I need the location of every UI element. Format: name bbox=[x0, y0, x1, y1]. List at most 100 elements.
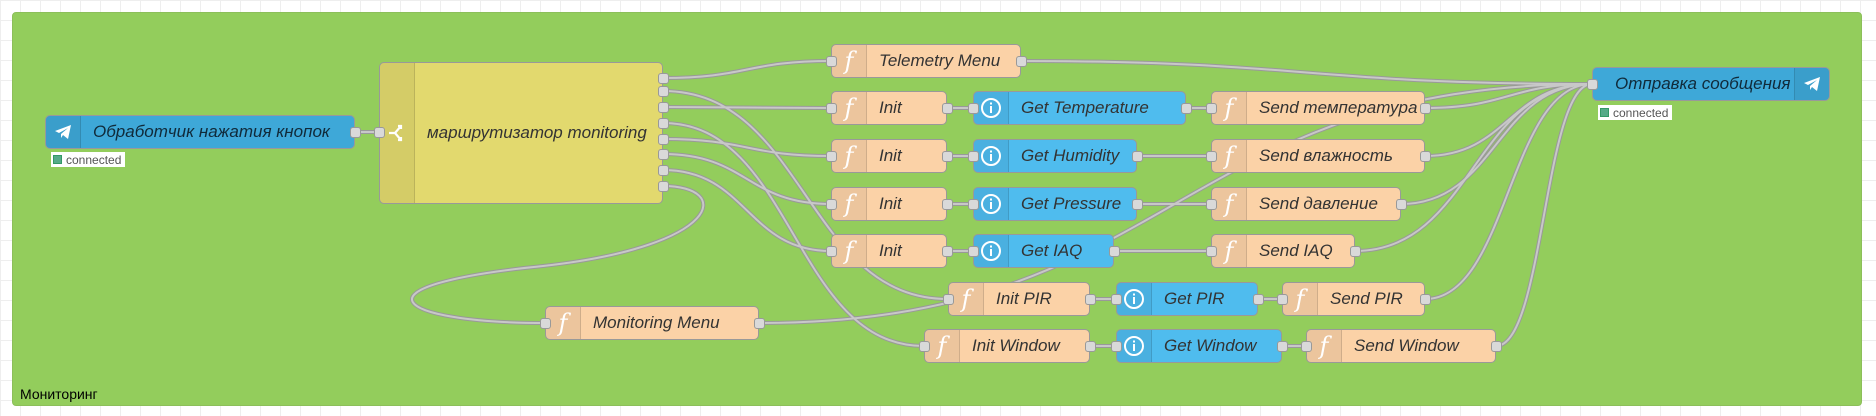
send-pressure-node[interactable]: f Send давление bbox=[1211, 187, 1401, 221]
wire bbox=[662, 60, 832, 79]
output-port[interactable] bbox=[657, 148, 669, 160]
send-humidity-node[interactable]: f Send влажность bbox=[1211, 139, 1425, 173]
input-port[interactable] bbox=[825, 198, 837, 210]
output-port[interactable] bbox=[1490, 340, 1502, 352]
init-humidity-node[interactable]: f Init bbox=[831, 139, 947, 173]
input-port[interactable] bbox=[539, 317, 551, 329]
init-iaq-node[interactable]: f Init bbox=[831, 234, 947, 268]
input-port[interactable] bbox=[1205, 102, 1217, 114]
get-iaq-node[interactable]: Get IAQ bbox=[973, 234, 1114, 268]
output-port[interactable] bbox=[1349, 245, 1361, 257]
send-message-node[interactable]: Отправка сообщения bbox=[1592, 67, 1830, 101]
function-icon: f bbox=[832, 235, 867, 267]
input-port[interactable] bbox=[967, 150, 979, 162]
output-port[interactable] bbox=[941, 102, 953, 114]
output-port[interactable] bbox=[1419, 293, 1431, 305]
output-port[interactable] bbox=[349, 126, 361, 138]
function-icon: f bbox=[1212, 92, 1247, 124]
function-icon: f bbox=[925, 330, 960, 362]
init-temperature-node[interactable]: f Init bbox=[831, 91, 947, 125]
send-window-node[interactable]: f Send Window bbox=[1306, 329, 1496, 363]
input-port[interactable] bbox=[825, 102, 837, 114]
output-port[interactable] bbox=[941, 150, 953, 162]
send-temperature-node[interactable]: f Send температура bbox=[1211, 91, 1425, 125]
output-port[interactable] bbox=[657, 133, 669, 145]
input-port[interactable] bbox=[967, 245, 979, 257]
input-port[interactable] bbox=[942, 293, 954, 305]
output-port[interactable] bbox=[657, 180, 669, 192]
function-icon: f bbox=[546, 307, 581, 339]
input-port[interactable] bbox=[1276, 293, 1288, 305]
node-label: Обработчик нажатия кнопок bbox=[93, 122, 330, 141]
status-badge: connected bbox=[51, 152, 126, 167]
output-port[interactable] bbox=[1015, 55, 1027, 67]
function-icon: f bbox=[832, 188, 867, 220]
input-port[interactable] bbox=[1205, 245, 1217, 257]
wire bbox=[662, 153, 832, 205]
input-port[interactable] bbox=[967, 198, 979, 210]
output-port[interactable] bbox=[941, 245, 953, 257]
status-dot bbox=[53, 155, 62, 164]
output-port[interactable] bbox=[1180, 102, 1192, 114]
init-pir-node[interactable]: f Init PIR bbox=[948, 282, 1090, 316]
output-port[interactable] bbox=[657, 101, 669, 113]
router-node[interactable]: маршрутизатор monitoring bbox=[379, 62, 663, 204]
wire bbox=[1354, 83, 1593, 252]
output-port[interactable] bbox=[657, 85, 669, 97]
function-icon: f bbox=[1307, 330, 1342, 362]
info-icon bbox=[1117, 283, 1152, 315]
output-port[interactable] bbox=[1395, 198, 1407, 210]
wire bbox=[1400, 83, 1593, 205]
get-humidity-node[interactable]: Get Humidity bbox=[973, 139, 1137, 173]
input-port[interactable] bbox=[918, 340, 930, 352]
output-port[interactable] bbox=[753, 317, 765, 329]
output-port[interactable] bbox=[1419, 102, 1431, 114]
function-icon: f bbox=[832, 45, 867, 77]
input-port[interactable] bbox=[825, 245, 837, 257]
wire bbox=[410, 184, 706, 325]
input-port[interactable] bbox=[1110, 293, 1122, 305]
telegram-icon bbox=[46, 116, 81, 148]
info-icon bbox=[974, 140, 1009, 172]
output-port[interactable] bbox=[657, 164, 669, 176]
output-port[interactable] bbox=[657, 117, 669, 129]
input-port[interactable] bbox=[967, 102, 979, 114]
input-port[interactable] bbox=[1300, 340, 1312, 352]
get-pressure-node[interactable]: Get Pressure bbox=[973, 187, 1137, 221]
wire bbox=[662, 122, 925, 347]
button-handler-node[interactable]: Обработчик нажатия кнопок bbox=[45, 115, 355, 149]
get-window-node[interactable]: Get Window bbox=[1116, 329, 1282, 363]
init-pressure-node[interactable]: f Init bbox=[831, 187, 947, 221]
get-pir-node[interactable]: Get PIR bbox=[1116, 282, 1258, 316]
init-window-node[interactable]: f Init Window bbox=[924, 329, 1090, 363]
output-port[interactable] bbox=[657, 72, 669, 84]
input-port[interactable] bbox=[373, 126, 385, 138]
group-label: Мониторинг bbox=[20, 386, 98, 402]
output-port[interactable] bbox=[1131, 198, 1143, 210]
send-pir-node[interactable]: f Send PIR bbox=[1282, 282, 1425, 316]
input-port[interactable] bbox=[1586, 78, 1598, 90]
send-iaq-node[interactable]: f Send IAQ bbox=[1211, 234, 1355, 268]
node-label: маршрутизатор monitoring bbox=[427, 123, 647, 142]
output-port[interactable] bbox=[1084, 293, 1096, 305]
input-port[interactable] bbox=[1110, 340, 1122, 352]
monitoring-menu-node[interactable]: f Monitoring Menu bbox=[545, 306, 759, 340]
output-port[interactable] bbox=[1108, 245, 1120, 257]
output-port[interactable] bbox=[1276, 340, 1288, 352]
input-port[interactable] bbox=[1205, 150, 1217, 162]
output-port[interactable] bbox=[1084, 340, 1096, 352]
input-port[interactable] bbox=[1205, 198, 1217, 210]
status-badge: connected bbox=[1598, 105, 1673, 120]
function-icon: f bbox=[1212, 188, 1247, 220]
get-temperature-node[interactable]: Get Temperature bbox=[973, 91, 1186, 125]
info-icon bbox=[974, 235, 1009, 267]
input-port[interactable] bbox=[825, 150, 837, 162]
output-port[interactable] bbox=[1252, 293, 1264, 305]
telemetry-menu-node[interactable]: f Telemetry Menu bbox=[831, 44, 1021, 78]
input-port[interactable] bbox=[825, 55, 837, 67]
output-port[interactable] bbox=[1131, 150, 1143, 162]
output-port[interactable] bbox=[941, 198, 953, 210]
output-port[interactable] bbox=[1419, 150, 1431, 162]
wire bbox=[1495, 83, 1593, 347]
